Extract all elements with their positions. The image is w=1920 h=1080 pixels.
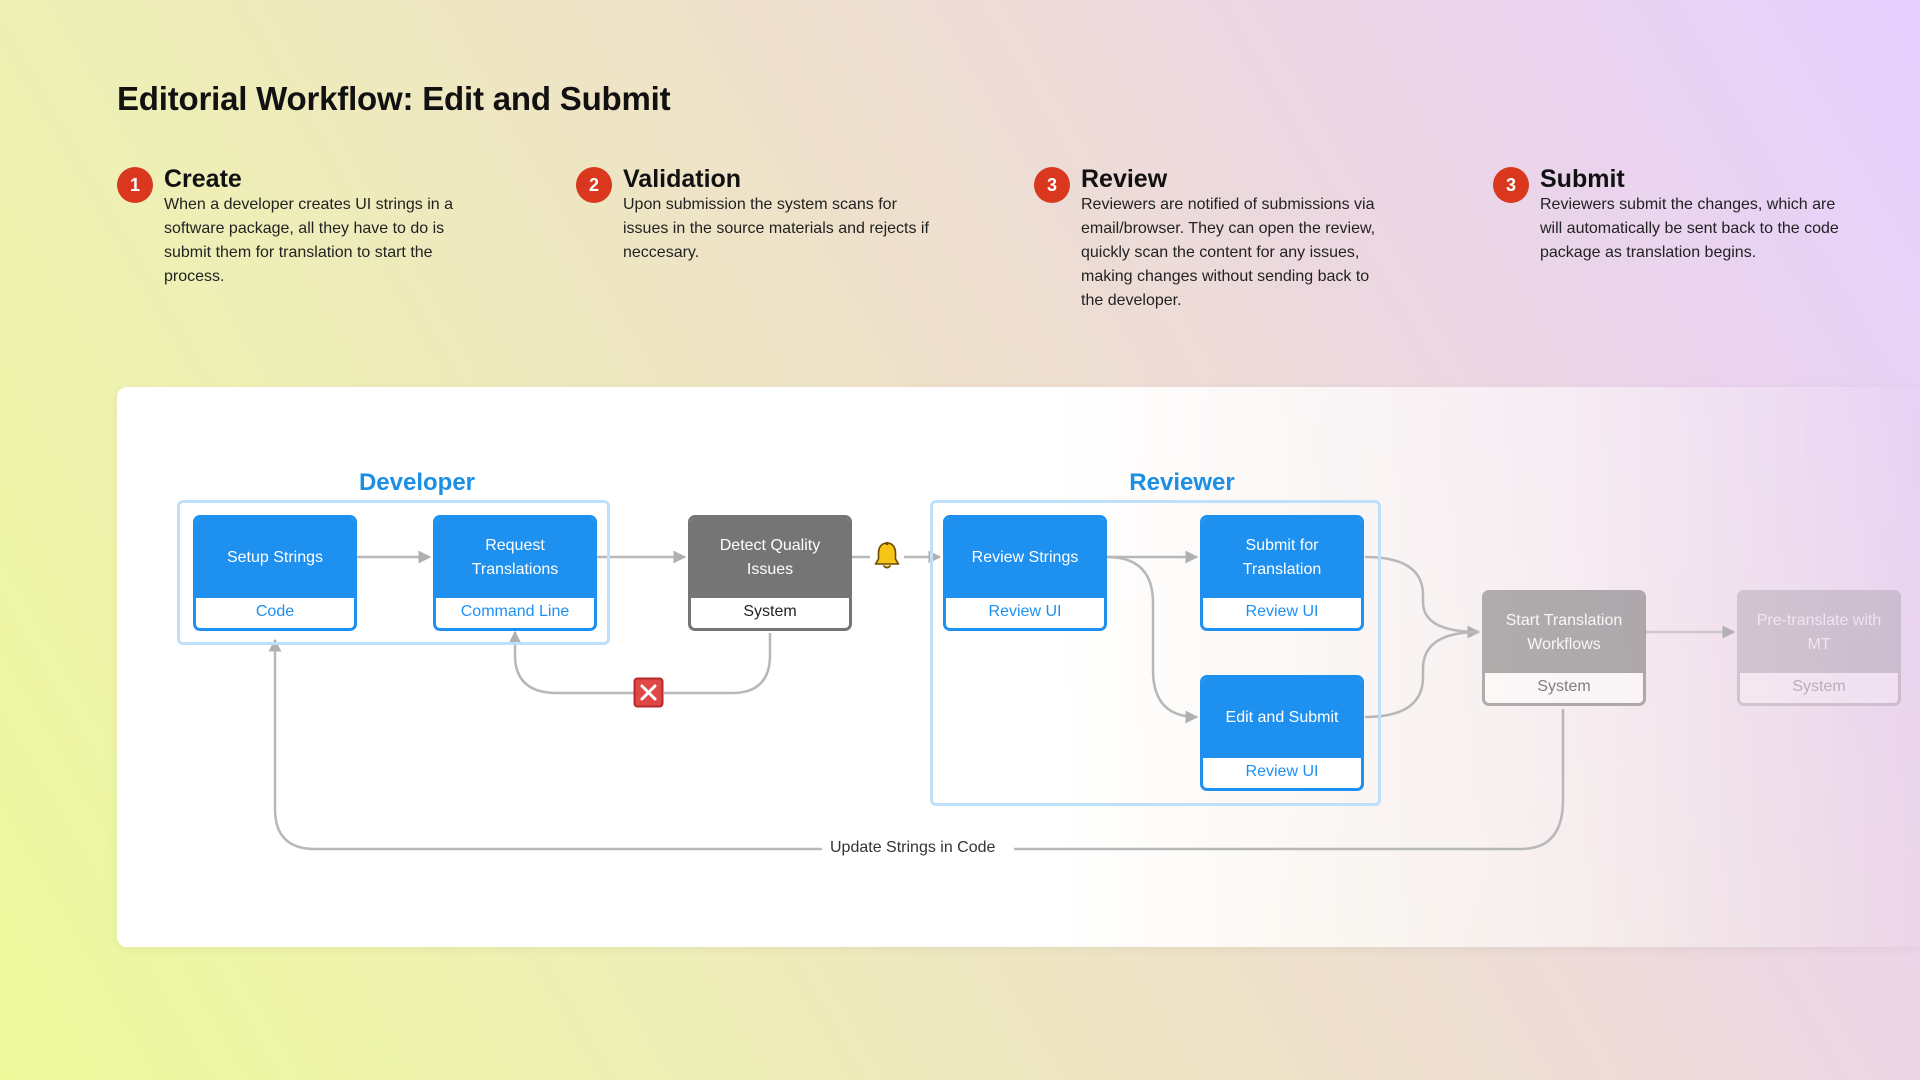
step-number-badge: 3 <box>1034 167 1070 203</box>
node-subtitle: System <box>743 602 797 620</box>
node-title: Submit for Translation <box>1203 518 1361 598</box>
node-edit-and-submit[interactable]: Edit and Submit Review UI <box>1200 675 1364 791</box>
update-loop-right <box>1014 709 1565 851</box>
node-detect-quality-issues[interactable]: Detect Quality Issues System <box>688 515 852 631</box>
node-title: Request Translations <box>436 518 594 598</box>
step-number-badge: 1 <box>117 167 153 203</box>
node-title: Edit and Submit <box>1203 678 1361 758</box>
arrow-review-to-edit <box>1106 555 1199 724</box>
step-number-badge: 3 <box>1493 167 1529 203</box>
node-title: Start Translation Workflows <box>1485 593 1643 673</box>
step-description: When a developer creates UI strings in a… <box>164 196 454 285</box>
reject-x-icon <box>633 677 664 708</box>
arrow-submit-to-start <box>1364 555 1481 639</box>
group-label-developer: Developer <box>358 469 476 496</box>
group-developer <box>177 500 610 645</box>
node-subtitle: Review UI <box>1245 762 1319 780</box>
workflow-diagram-canvas: Developer Reviewer Setup Strings Code Re… <box>117 387 1920 947</box>
connector-lines <box>268 550 1736 851</box>
node-subtitle: Code <box>255 602 295 620</box>
node-title: Setup Strings <box>196 518 354 598</box>
group-reviewer <box>930 500 1381 806</box>
step-title: Validation <box>623 165 742 193</box>
node-subtitle: Review UI <box>1245 602 1319 620</box>
reject-loop-right <box>664 633 772 695</box>
node-title: Detect Quality Issues <box>691 518 849 598</box>
node-title: Pre-translate with MT <box>1740 593 1898 673</box>
node-request-translations[interactable]: Request Translations Command Line <box>433 515 597 631</box>
node-submit-for-translation[interactable]: Submit for Translation Review UI <box>1200 515 1364 631</box>
node-pretranslate-with-mt[interactable]: Pre-translate with MT System <box>1737 590 1901 706</box>
step-title: Submit <box>1540 165 1625 193</box>
page-title: Editorial Workflow: Edit and Submit <box>117 80 671 117</box>
step-description: Upon submission the system scans for iss… <box>623 196 929 261</box>
group-label-reviewer: Reviewer <box>1129 469 1235 496</box>
update-loop-left <box>268 638 823 851</box>
step-description: Reviewers are notified of submissions vi… <box>1081 196 1376 309</box>
loop-label-update-strings: Update Strings in Code <box>822 839 1004 857</box>
step-title: Review <box>1081 165 1168 193</box>
node-subtitle: Review UI <box>988 602 1062 620</box>
node-subtitle: System <box>1537 677 1591 695</box>
bell-icon <box>874 541 900 569</box>
node-subtitle: System <box>1792 677 1846 695</box>
node-review-strings[interactable]: Review Strings Review UI <box>943 515 1107 631</box>
node-subtitle: Command Line <box>460 602 570 620</box>
step-title: Create <box>164 165 242 193</box>
step-number-badge: 2 <box>576 167 612 203</box>
node-title: Review Strings <box>946 518 1104 598</box>
reject-loop-left <box>508 630 634 695</box>
step-description: Reviewers submit the changes, which are … <box>1540 196 1839 261</box>
node-setup-strings[interactable]: Setup Strings Code <box>193 515 357 631</box>
node-start-translation-workflows[interactable]: Start Translation Workflows System <box>1482 590 1646 706</box>
